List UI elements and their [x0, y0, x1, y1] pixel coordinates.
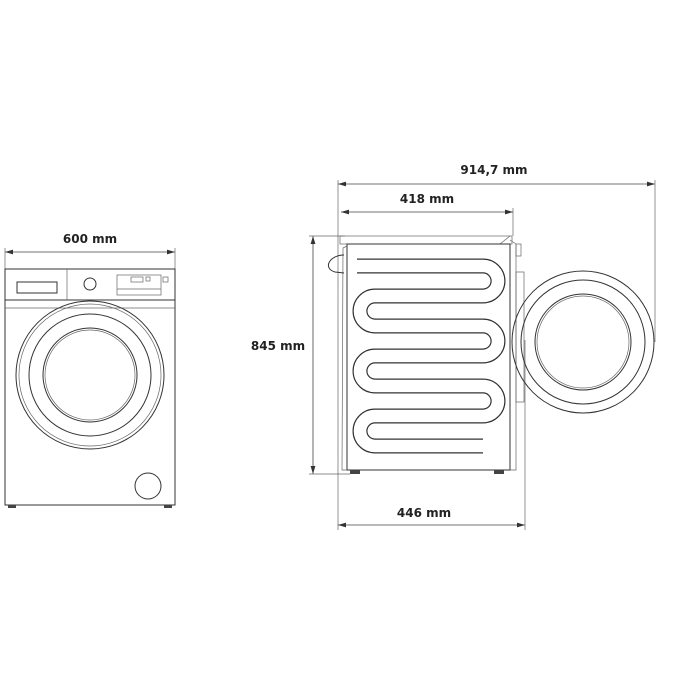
- side-body: [346, 243, 511, 471]
- control-display: [116, 274, 169, 296]
- program-knob: [83, 277, 97, 291]
- door-hinge: [515, 271, 525, 403]
- detergent-drawer: [16, 281, 58, 294]
- hose-hook: [327, 254, 345, 274]
- door-outer-ring: [15, 300, 165, 450]
- depth-total-label: 446 mm: [397, 506, 451, 520]
- depth-body-label: 418 mm: [400, 192, 454, 206]
- foot-front: [494, 470, 504, 474]
- open-door: [511, 270, 655, 414]
- door-glass: [42, 327, 138, 423]
- back-panel: [341, 245, 348, 471]
- height-label: 845 mm: [251, 339, 305, 353]
- knob-side: [515, 243, 522, 257]
- foot-left: [8, 505, 16, 508]
- side-view: 914,7 mm 418 mm 845 mm 446 mm: [251, 163, 656, 530]
- foot-right: [164, 505, 172, 508]
- foot-back: [350, 470, 360, 474]
- side-panel-embossing: [352, 258, 506, 454]
- filter-cover: [134, 472, 162, 500]
- top-cover: [339, 235, 513, 245]
- width-label: 600 mm: [63, 232, 117, 246]
- depth-door-open-label: 914,7 mm: [460, 163, 527, 177]
- front-view: 600 mm: [4, 232, 176, 508]
